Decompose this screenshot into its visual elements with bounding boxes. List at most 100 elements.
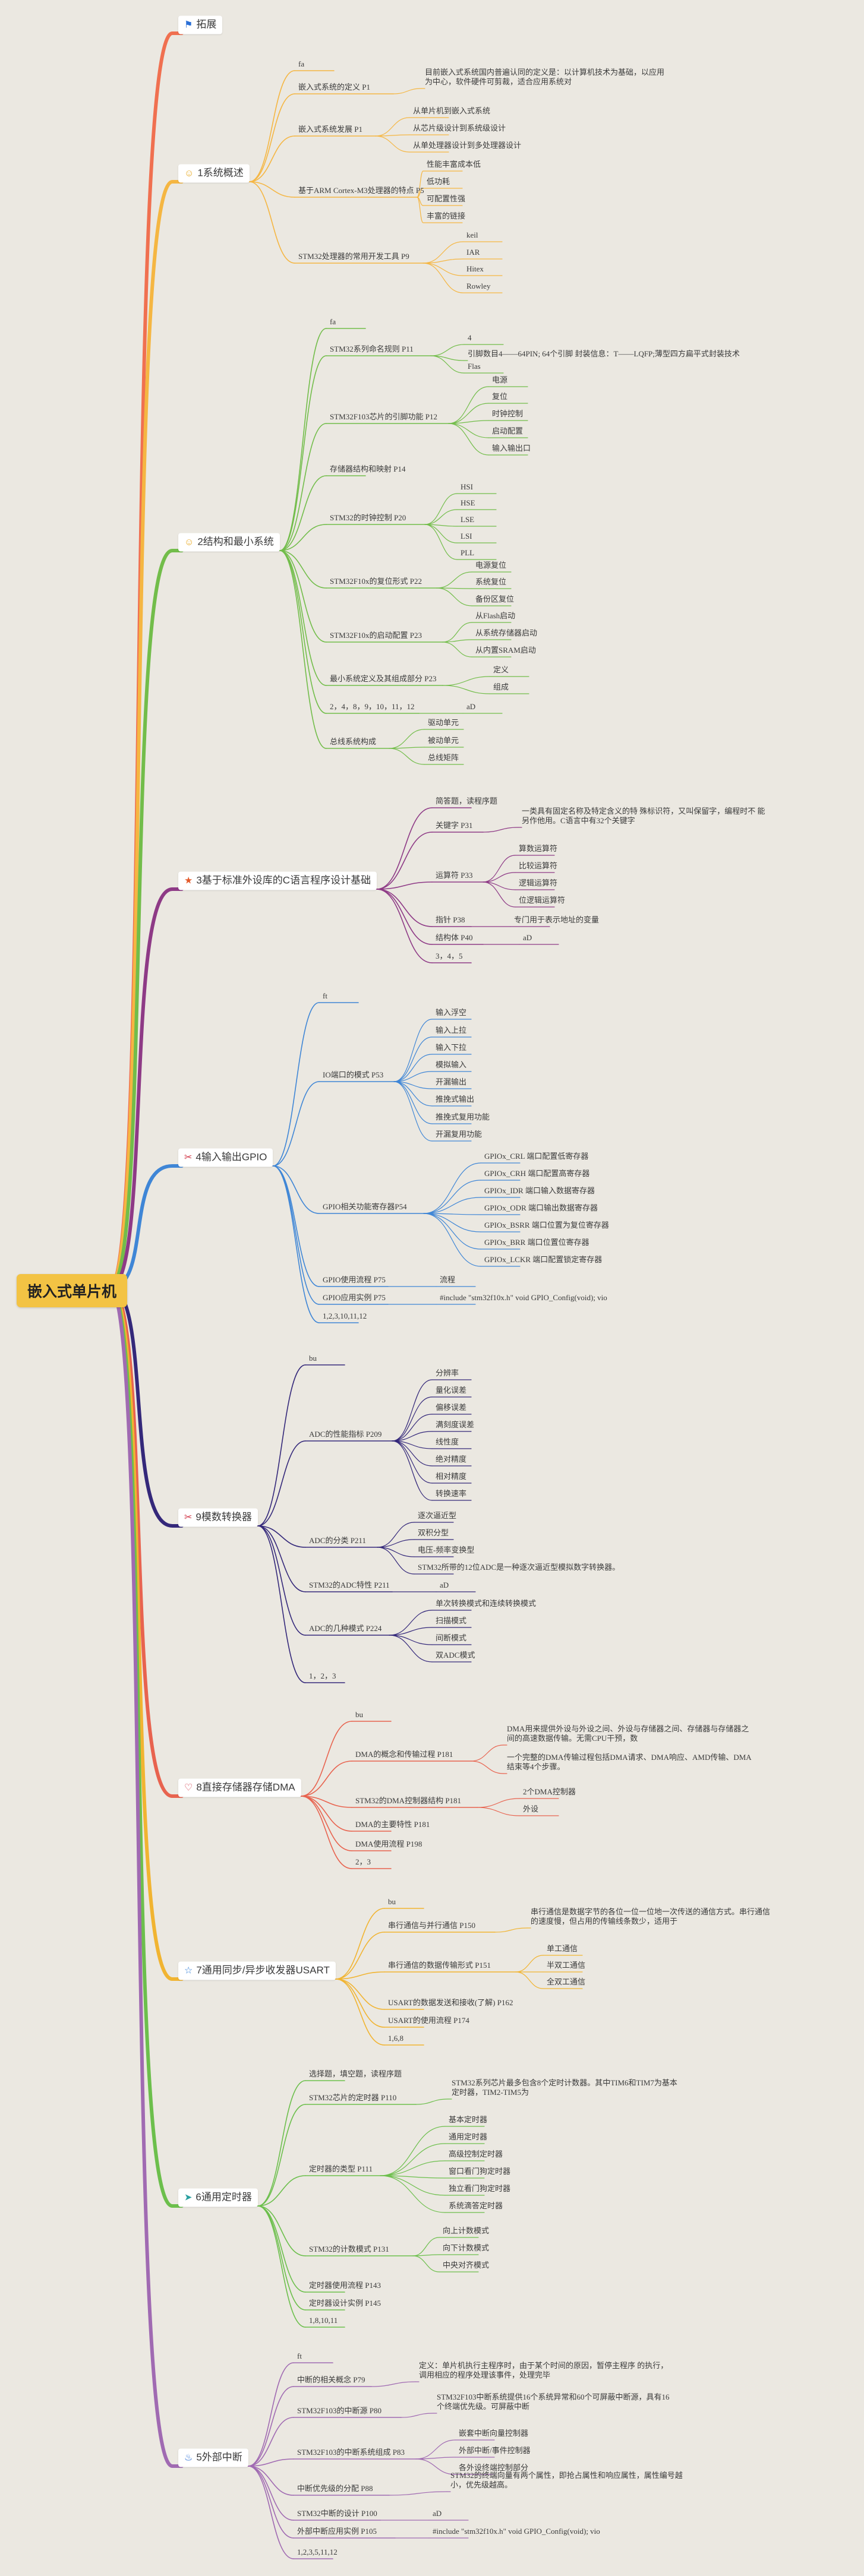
topic-node[interactable]: 2，3 (355, 1857, 371, 1866)
branch-b0[interactable]: ⚑拓展 (178, 15, 223, 34)
topic-node[interactable]: STM32的终端向量有两个属性，即抢占属性和响应属性，属性编号越小，优先级越高。 (450, 2471, 683, 2489)
topic-node[interactable]: fa (330, 317, 336, 326)
topic-node[interactable]: 简答题，读程序题 (436, 796, 498, 805)
topic-node[interactable]: 满刻度误差 (436, 1420, 475, 1429)
topic-node[interactable]: 中断的相关概念 P79 (297, 2375, 365, 2384)
topic-node[interactable]: 串行通信是数据字节的各位一位一位地一次传送的通信方式。串行通信的速度慢，但占用的… (531, 1907, 771, 1926)
topic-node[interactable]: 全双工通信 (547, 1977, 586, 1986)
topic-node[interactable]: 丰富的链接 (427, 211, 466, 220)
topic-node[interactable]: STM32中断的设计 P100 (297, 2509, 377, 2518)
topic-node[interactable]: STM32F10x的启动配置 P23 (330, 631, 422, 640)
topic-node[interactable]: HSE (461, 498, 475, 507)
topic-node[interactable]: STM32处理器的常用开发工具 P9 (298, 252, 409, 261)
topic-node[interactable]: 选择题，填空题，读程序题 (309, 2069, 402, 2078)
topic-node[interactable]: 相对精度 (436, 1472, 467, 1481)
topic-node[interactable]: 关键字 P31 (436, 821, 473, 830)
topic-node[interactable]: 绝对精度 (436, 1455, 467, 1464)
topic-node[interactable]: 独立看门狗定时器 (449, 2184, 511, 2193)
topic-node[interactable]: 从芯片级设计到系统级设计 (413, 124, 506, 132)
topic-node[interactable]: 目前嵌入式系统国内普遍认同的定义是：以计算机技术为基础，以应用为中心，软件硬件可… (425, 68, 665, 86)
topic-node[interactable]: 位逻辑运算符 (519, 896, 566, 905)
topic-node[interactable]: 一类具有固定名称及特定含义的特 殊标识符，又叫保留字，编程时不 能另作他用。C语… (522, 807, 765, 825)
topic-node[interactable]: 外设 (523, 1804, 539, 1813)
topic-node[interactable]: 被动单元 (428, 736, 459, 745)
topic-node[interactable]: GPIO相关功能寄存器P54 (323, 1202, 407, 1211)
branch-b1[interactable]: ☺1系统概述 (178, 164, 250, 183)
topic-node[interactable]: 低功耗 (427, 177, 450, 186)
topic-node[interactable]: 定时器的类型 P111 (309, 2164, 373, 2173)
topic-node[interactable]: 转换速率 (436, 1489, 467, 1498)
topic-node[interactable]: 总线系统构成 (330, 737, 377, 746)
topic-node[interactable]: 串行通信与并行通信 P150 (388, 1921, 475, 1930)
topic-node[interactable]: USART的数据发送和接收(了解) P162 (388, 1998, 513, 2007)
topic-node[interactable]: 电源复位 (475, 561, 507, 570)
topic-node[interactable]: STM32F103的中断系统组成 P83 (297, 2448, 405, 2457)
topic-node[interactable]: STM32芯片的定时器 P110 (309, 2093, 397, 2102)
branch-b7[interactable]: ☆7通用同步/异步收发器USART (178, 1961, 336, 1980)
topic-node[interactable]: 向下计数模式 (443, 2243, 490, 2252)
topic-node[interactable]: STM32的ADC特性 P211 (309, 1581, 390, 1589)
topic-node[interactable]: 1,2,3,5,11,12 (297, 2547, 338, 2556)
topic-node[interactable]: 总线矩阵 (428, 753, 459, 762)
root-node[interactable]: 嵌入式单片机 (17, 1274, 128, 1307)
topic-node[interactable]: 基于ARM Cortex-M3处理器的特点 P5 (298, 186, 424, 195)
topic-node[interactable]: 3，4，5 (436, 952, 463, 960)
topic-node[interactable]: IAR (466, 248, 480, 257)
topic-node[interactable]: DMA用来提供外设与外设之间、外设与存储器之间、存储器与存储器之间的高速数据传输… (507, 1724, 749, 1743)
topic-node[interactable]: ADC的性能指标 P209 (309, 1430, 382, 1439)
topic-node[interactable]: STM32F10x的复位形式 P22 (330, 577, 422, 586)
topic-node[interactable]: STM32F103的中断源 P80 (297, 2406, 381, 2415)
topic-node[interactable]: ft (323, 991, 327, 1000)
topic-node[interactable]: Flas (468, 362, 481, 371)
topic-node[interactable]: 1,6,8 (388, 2034, 403, 2043)
topic-node[interactable]: 专门用于表示地址的变量 (514, 915, 600, 924)
topic-node[interactable]: 通用定时器 (449, 2132, 488, 2141)
topic-node[interactable]: 最小系统定义及其组成部分 P23 (330, 674, 437, 683)
topic-node[interactable]: LSE (461, 515, 475, 524)
topic-node[interactable]: 定时器设计实例 P145 (309, 2299, 381, 2308)
topic-node[interactable]: STM32F103芯片的引脚功能 P12 (330, 412, 437, 421)
topic-node[interactable]: 比较运算符 (519, 861, 558, 870)
topic-node[interactable]: 结构体 P40 (436, 933, 473, 942)
topic-node[interactable]: 从Flash启动 (475, 611, 516, 620)
topic-node[interactable]: HSI (461, 482, 473, 491)
topic-node[interactable]: 组成 (493, 682, 509, 691)
topic-node[interactable]: 输入浮空 (436, 1008, 467, 1017)
topic-node[interactable]: 1,8,10,11 (309, 2316, 338, 2325)
topic-node[interactable]: 开漏复用功能 (436, 1130, 483, 1139)
topic-node[interactable]: bu (388, 1897, 396, 1906)
topic-node[interactable]: GPIO应用实例 P75 (323, 1293, 386, 1302)
topic-node[interactable]: 单工通信 (547, 1944, 578, 1953)
topic-node[interactable]: 基本定时器 (449, 2115, 488, 2124)
topic-node[interactable]: ft (297, 2351, 302, 2360)
topic-node[interactable]: 输入上拉 (436, 1026, 467, 1035)
topic-node[interactable]: GPIOx_ODR 端口输出数据寄存器 (484, 1203, 598, 1212)
topic-node[interactable]: STM32的DMA控制器结构 P181 (355, 1796, 462, 1805)
topic-node[interactable]: bu (355, 1710, 363, 1719)
topic-node[interactable]: GPIOx_CRL 端口配置低寄存器 (484, 1152, 589, 1161)
topic-node[interactable]: 1，2，3 (309, 1671, 336, 1680)
topic-node[interactable]: 复位 (492, 392, 508, 401)
branch-b8[interactable]: ➤6通用定时器 (178, 2188, 258, 2207)
topic-node[interactable]: 定时器使用流程 P143 (309, 2281, 381, 2290)
topic-node[interactable]: 从系统存储器启动 (475, 628, 538, 637)
topic-node[interactable]: 性能丰富成本低 (427, 160, 481, 169)
topic-node[interactable]: 向上计数模式 (443, 2226, 490, 2235)
topic-node[interactable]: 系统复位 (475, 577, 507, 586)
topic-node[interactable]: 可配置性强 (427, 194, 466, 203)
topic-node[interactable]: 推挽式复用功能 (436, 1112, 490, 1121)
topic-node[interactable]: #include "stm32f10x.h" void GPIO_Config(… (440, 1293, 607, 1302)
topic-node[interactable]: 输入输出口 (492, 444, 531, 453)
topic-node[interactable]: 中断优先级的分配 P88 (297, 2484, 373, 2493)
topic-node[interactable]: #include "stm32f10x.h" void GPIO_Config(… (433, 2527, 600, 2536)
topic-node[interactable]: 流程 (440, 1275, 456, 1284)
topic-node[interactable]: 模拟输入 (436, 1060, 467, 1069)
topic-node[interactable]: 嵌套中断向量控制器 (459, 2429, 529, 2438)
topic-node[interactable]: aD (440, 1581, 449, 1589)
topic-node[interactable]: USART的使用流程 P174 (388, 2016, 469, 2025)
topic-node[interactable]: 2，4，8，9，10，11，12 (330, 702, 415, 711)
topic-node[interactable]: 从单片机到嵌入式系统 (413, 106, 491, 115)
topic-node[interactable]: GPIOx_BRR 端口位置位寄存器 (484, 1238, 589, 1247)
topic-node[interactable]: 中央对齐模式 (443, 2261, 490, 2270)
topic-node[interactable]: IO端口的模式 P53 (323, 1070, 384, 1079)
